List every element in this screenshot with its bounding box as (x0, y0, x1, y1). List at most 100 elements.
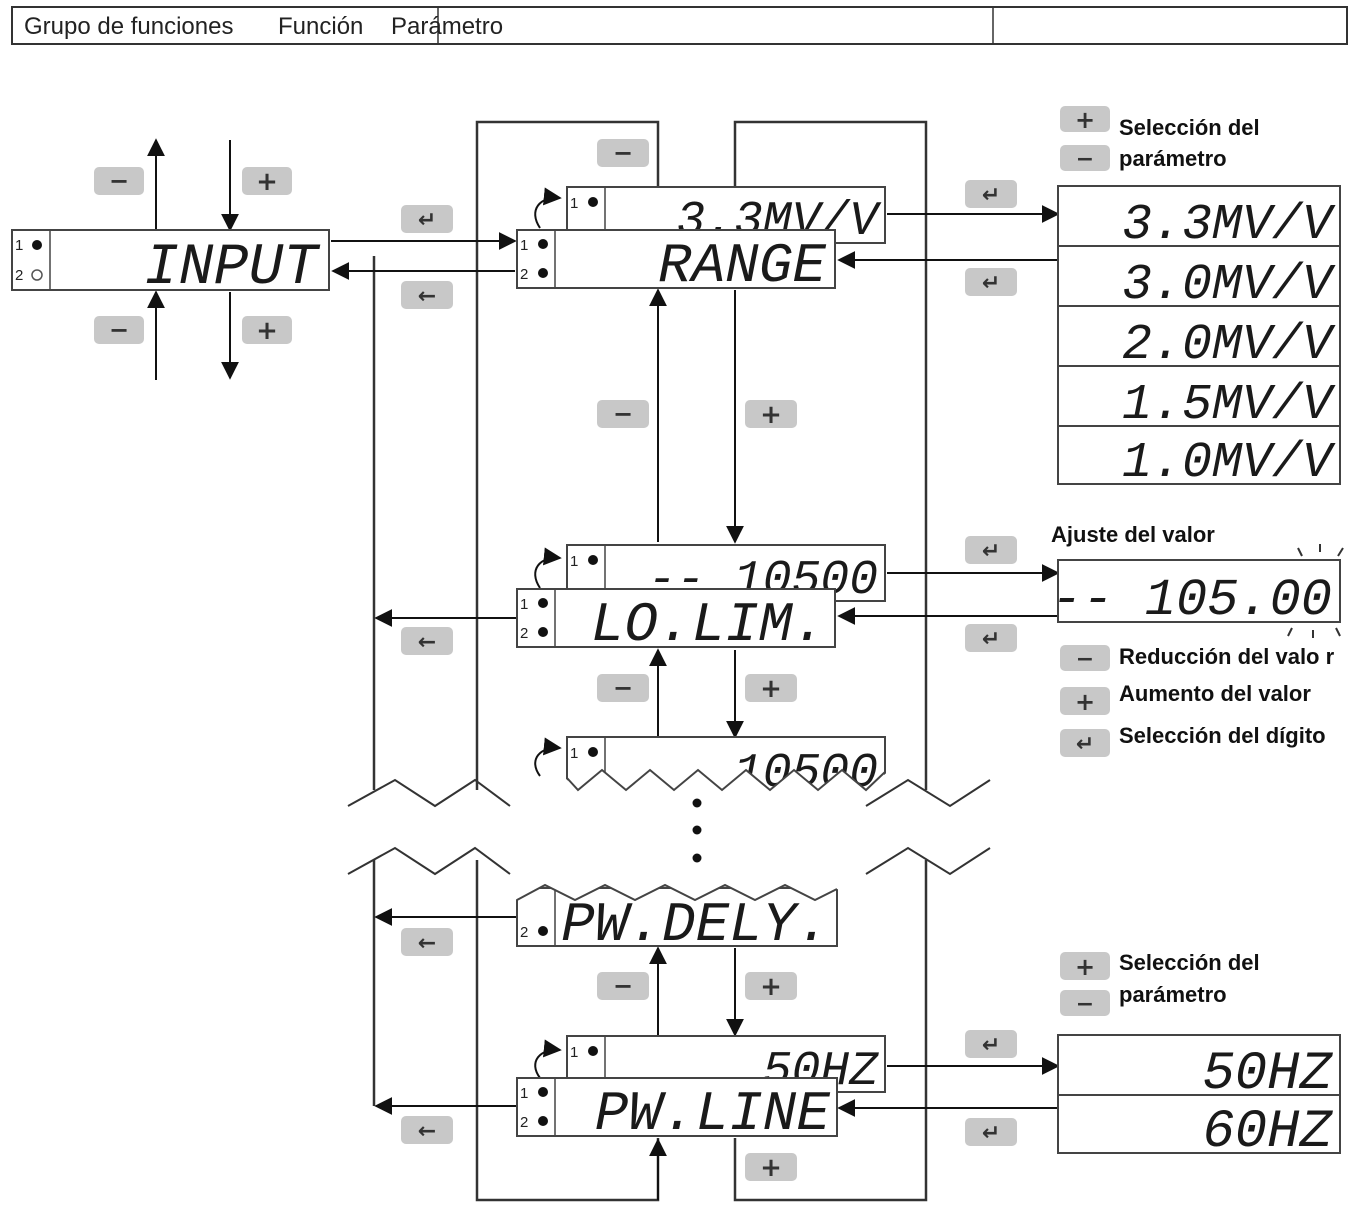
adjust-value-text: -- 105.00 (1051, 571, 1332, 630)
svg-text:1: 1 (520, 596, 528, 613)
svg-text:2: 2 (520, 1114, 528, 1131)
svg-text:←: ← (418, 931, 436, 956)
svg-text:+: + (1075, 953, 1095, 981)
plus-key-icon: + (1060, 952, 1110, 981)
svg-text:+: + (760, 674, 782, 704)
svg-text:−: − (613, 139, 633, 167)
svg-text:−: − (1076, 647, 1094, 672)
range-display-text: RANGE (658, 234, 826, 298)
minus-key-icon: − (597, 139, 649, 167)
range-option: 1.5MV/V (1122, 377, 1336, 434)
svg-text:↵: ↵ (982, 627, 1000, 652)
svg-text:−: − (1076, 147, 1094, 172)
svg-text:+: + (760, 972, 782, 1002)
input-display-text: INPUT (144, 236, 321, 301)
range-option: 2.0MV/V (1122, 317, 1336, 374)
svg-text:←: ← (418, 1119, 436, 1144)
header-function: Función (278, 13, 363, 40)
plus-key-icon: + (1060, 106, 1110, 134)
minus-key-icon: − (597, 674, 649, 702)
header-function-group: Grupo de funciones (24, 13, 233, 40)
minus-key-icon: − (94, 316, 144, 344)
header-table: Grupo de funciones Función Parámetro (11, 6, 1348, 45)
minus-key-icon: − (1060, 990, 1110, 1017)
plus-key-icon: + (242, 316, 292, 346)
range-options-list: 3.3MV/V 3.0MV/V 2.0MV/V 1.5MV/V 1.0MV/V (1057, 185, 1341, 492)
next-value-display: 1 10500 (566, 736, 886, 801)
back-key-icon: ← (401, 627, 453, 655)
minus-key-icon: − (1060, 645, 1110, 672)
note-adjust-title: Ajuste del valor (1051, 522, 1215, 547)
svg-text:−: − (1076, 992, 1094, 1017)
lolim-display: 1 2 LO.LIM. (516, 588, 836, 657)
adjust-value-display: -- 105.00 (1051, 544, 1344, 638)
svg-text:2: 2 (15, 267, 23, 284)
enter-key-icon: ↵ (965, 1030, 1017, 1058)
svg-text:↵: ↵ (982, 271, 1000, 296)
range-display: 1 2 RANGE (516, 229, 836, 298)
enter-key-icon: ↵ (1060, 729, 1110, 757)
svg-text:−: − (613, 674, 633, 702)
minus-key-icon: − (1060, 145, 1110, 172)
lolim-display-text: LO.LIM. (591, 593, 826, 657)
back-key-icon: ← (401, 928, 453, 956)
svg-text:−: − (613, 400, 633, 428)
svg-text:1: 1 (570, 1044, 578, 1061)
svg-text:↵: ↵ (982, 1121, 1000, 1146)
plus-key-icon: + (745, 972, 797, 1002)
pwline-display: 1 2 PW.LINE (516, 1077, 838, 1146)
enter-key-icon: ↵ (965, 180, 1017, 208)
svg-text:↵: ↵ (1076, 732, 1094, 757)
pwdely-display: 2 PW.DELY. (516, 883, 838, 957)
svg-text:2: 2 (520, 625, 528, 642)
freq-option: 60HZ (1202, 1102, 1333, 1163)
plus-key-icon: + (745, 674, 797, 704)
svg-text:↵: ↵ (982, 183, 1000, 208)
flow-arrows (147, 138, 1060, 1200)
note-increase: Aumento del valor (1119, 681, 1311, 706)
svg-text:1: 1 (570, 195, 578, 212)
svg-text:−: − (109, 316, 129, 344)
next-value-text: 10500 (734, 747, 878, 801)
note-param-select-b2: parámetro (1119, 982, 1227, 1007)
svg-text:+: + (256, 316, 278, 346)
enter-key-icon: ↵ (965, 268, 1017, 296)
pwline-display-text: PW.LINE (595, 1082, 831, 1146)
enter-key-icon: ↵ (965, 1118, 1017, 1146)
svg-text:←: ← (418, 630, 436, 655)
freq-options-list: 50HZ 60HZ (1057, 1034, 1341, 1163)
header-parameter: Parámetro (391, 13, 503, 40)
svg-text:1: 1 (570, 553, 578, 570)
enter-key-icon: ↵ (401, 205, 453, 233)
svg-text:↵: ↵ (982, 1033, 1000, 1058)
minus-key-icon: − (94, 167, 144, 195)
svg-text:←: ← (418, 284, 436, 309)
svg-text:↵: ↵ (982, 539, 1000, 564)
svg-text:−: − (613, 972, 633, 1000)
svg-text:1: 1 (520, 237, 528, 254)
note-param-select-b1: Selección del (1119, 950, 1260, 975)
continuation-dots (692, 798, 702, 863)
note-param-select-2: parámetro (1119, 146, 1227, 171)
svg-text:−: − (109, 167, 129, 195)
range-option: 3.3MV/V (1122, 197, 1336, 254)
svg-text:+: + (760, 1153, 782, 1183)
svg-text:1: 1 (520, 1085, 528, 1102)
note-param-select-1: Selección del (1119, 115, 1260, 140)
svg-text:2: 2 (520, 266, 528, 283)
freq-option: 50HZ (1202, 1044, 1333, 1105)
plus-key-icon: + (745, 400, 797, 430)
note-decrease: Reducción del valo r (1119, 644, 1335, 669)
svg-text:+: + (1075, 688, 1095, 716)
break-marks (347, 778, 991, 876)
back-key-icon: ← (401, 281, 453, 309)
svg-text:+: + (760, 400, 782, 430)
svg-text:1: 1 (15, 237, 23, 254)
enter-key-icon: ↵ (965, 536, 1017, 564)
plus-key-icon: + (242, 167, 292, 197)
note-digit-select: Selección del dígito (1119, 723, 1326, 748)
back-key-icon: ← (401, 1116, 453, 1144)
pwdely-display-text: PW.DELY. (561, 893, 830, 957)
plus-key-icon: + (1060, 687, 1110, 716)
